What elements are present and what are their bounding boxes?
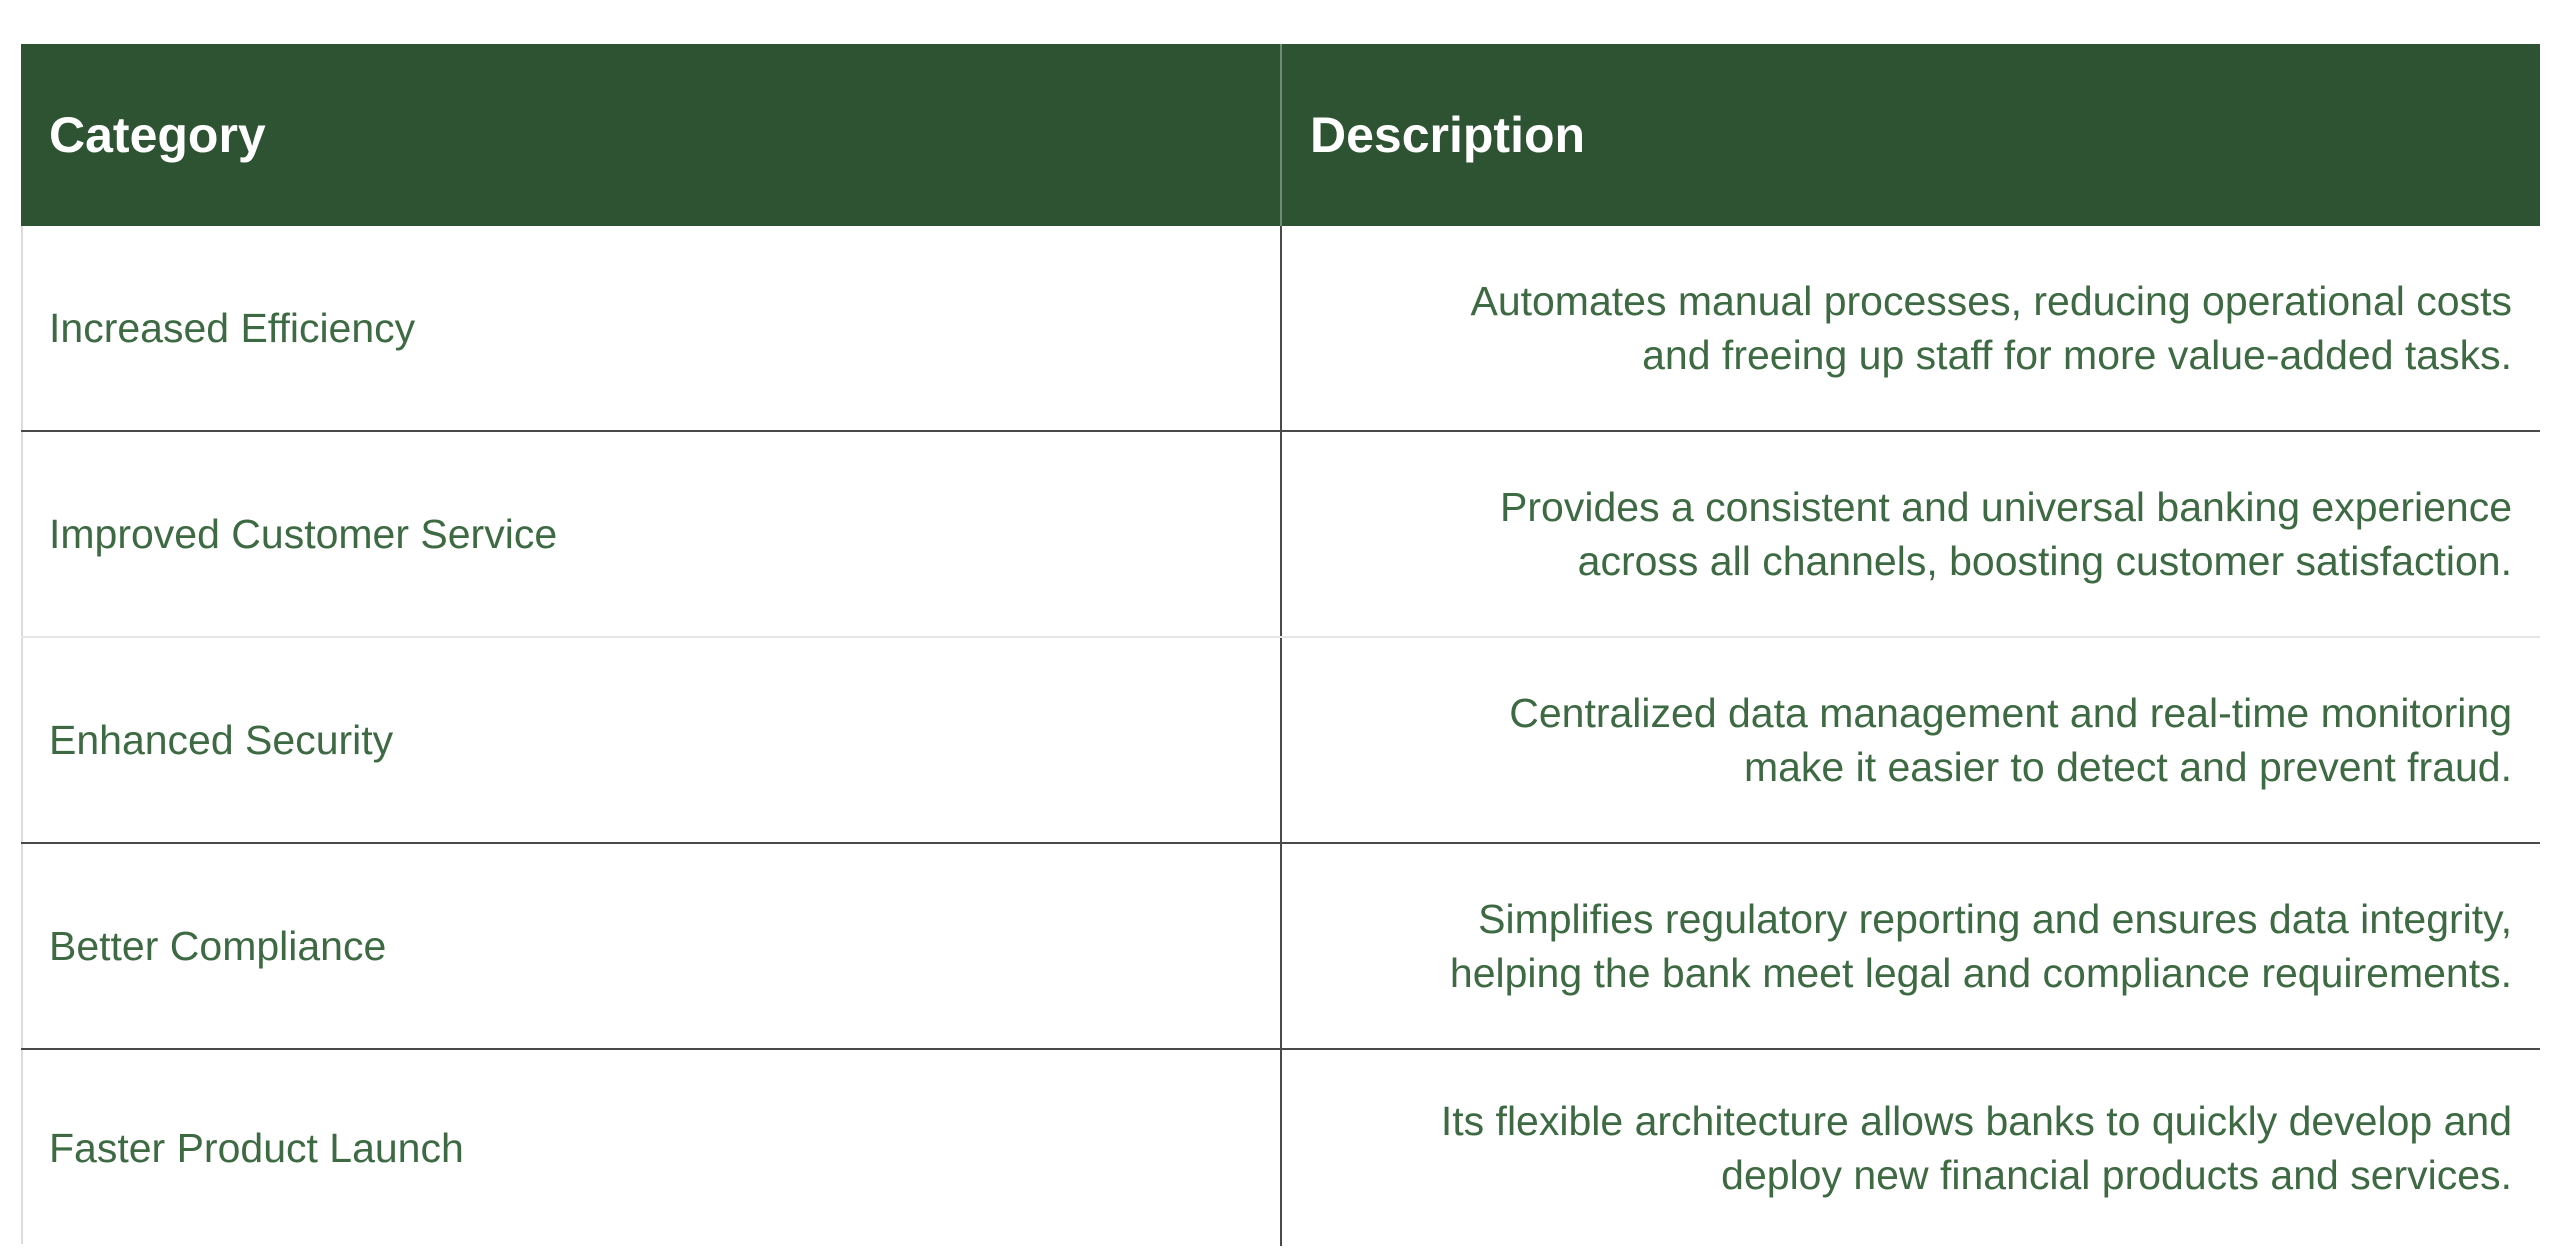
header-category: Category (21, 44, 1282, 226)
benefits-table: Category Description Increased Efficienc… (21, 44, 2540, 1246)
description-cell: Simplifies regulatory reporting and ensu… (1281, 843, 2540, 1050)
category-cell: Faster Product Launch (21, 1049, 1282, 1246)
description-cell: Provides a consistent and universal bank… (1281, 431, 2540, 638)
table-container: Category Description Increased Efficienc… (21, 44, 2540, 1246)
table-row: Better Compliance Simplifies regulatory … (21, 843, 2540, 1050)
description-cell: Automates manual processes, reducing ope… (1281, 226, 2540, 432)
category-cell: Increased Efficiency (21, 226, 1282, 432)
header-description: Description (1281, 44, 2540, 226)
description-line: helping the bank meet legal and complian… (1449, 950, 2512, 996)
description-line: and freeing up staff for more value-adde… (1642, 332, 2512, 378)
description-cell: Centralized data management and real-tim… (1281, 637, 2540, 844)
description-line: Its flexible architecture allows banks t… (1440, 1098, 2512, 1144)
description-line: Automates manual processes, reducing ope… (1470, 278, 2512, 324)
table-header-row: Category Description (21, 44, 2540, 226)
table-row: Faster Product Launch Its flexible archi… (21, 1049, 2540, 1246)
description-line: across all channels, boosting customer s… (1577, 538, 2512, 584)
table-row: Improved Customer Service Provides a con… (21, 431, 2540, 638)
category-cell: Better Compliance (21, 843, 1282, 1050)
description-line: deploy new financial products and servic… (1721, 1152, 2512, 1198)
description-line: Provides a consistent and universal bank… (1500, 484, 2512, 530)
description-line: Centralized data management and real-tim… (1509, 690, 2512, 736)
description-cell: Its flexible architecture allows banks t… (1281, 1049, 2540, 1246)
description-line: make it easier to detect and prevent fra… (1743, 744, 2512, 790)
table-row: Increased Efficiency Automates manual pr… (21, 226, 2540, 432)
table-row: Enhanced Security Centralized data manag… (21, 637, 2540, 844)
category-cell: Enhanced Security (21, 637, 1282, 844)
description-line: Simplifies regulatory reporting and ensu… (1478, 896, 2512, 942)
category-cell: Improved Customer Service (21, 431, 1282, 638)
